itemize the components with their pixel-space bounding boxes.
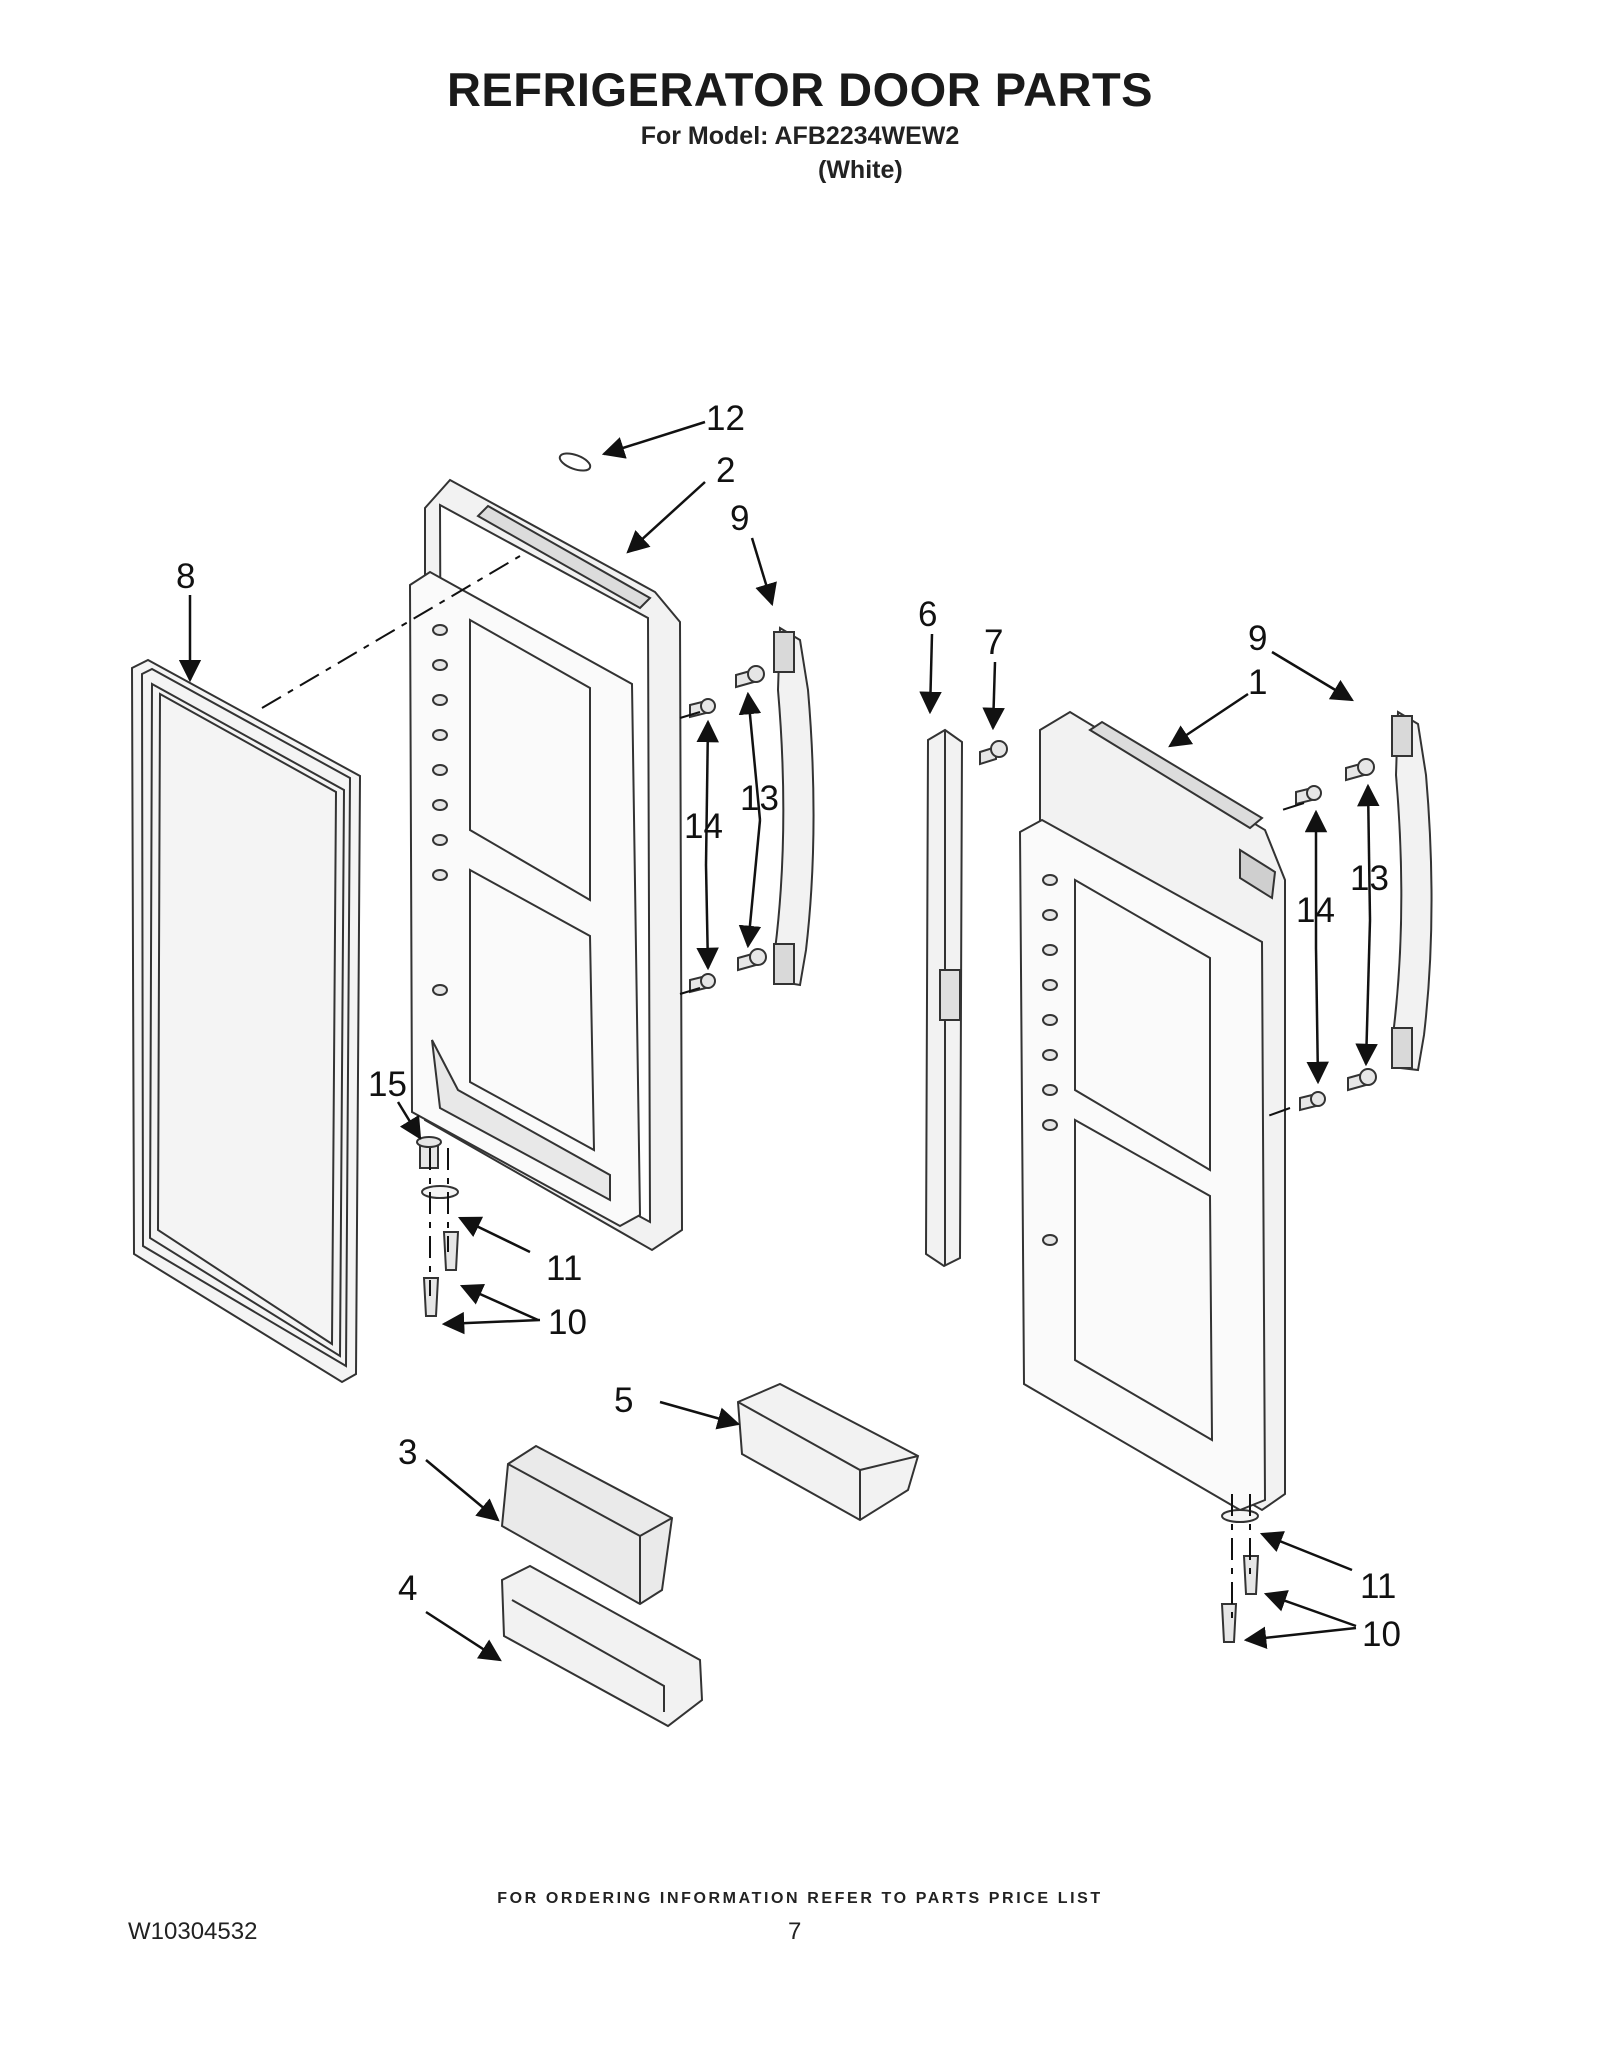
mullion-part (924, 728, 964, 1268)
mullion-screw-part (979, 740, 1008, 766)
alignment-lines (261, 555, 1305, 1622)
callout-1: 1 (1248, 663, 1267, 702)
callout-11-right: 11 (1360, 1567, 1396, 1606)
page-title: REFRIGERATOR DOOR PARTS (446, 63, 1154, 116)
left-handle-part (773, 626, 815, 987)
right-handle-part (1391, 710, 1433, 1072)
bin-cover-part (500, 1444, 674, 1606)
callout-12: 12 (706, 399, 745, 438)
callout-9-right: 9 (1248, 619, 1267, 658)
callout-labels: 12 2 9 8 6 7 9 1 14 13 14 13 15 11 10 5 … (176, 399, 1401, 1654)
ordering-note: FOR ORDERING INFORMATION REFER TO PARTS … (497, 1890, 1103, 1907)
callout-4: 4 (398, 1569, 417, 1608)
callout-14-right: 14 (1296, 891, 1335, 930)
model-line: For Model: AFB2234WEW2 (640, 122, 960, 150)
callout-14-left: 14 (684, 807, 723, 846)
right-hinge-hardware (1220, 1509, 1260, 1643)
left-door-part (408, 478, 684, 1252)
callout-10-right: 10 (1362, 1615, 1401, 1654)
callout-8: 8 (176, 557, 195, 596)
document-number: W10304532 (128, 1918, 258, 1945)
callout-3: 3 (398, 1433, 417, 1472)
right-handle-screws (1295, 758, 1377, 1112)
door-bin-part (736, 1382, 920, 1522)
right-door-part (1018, 710, 1286, 1512)
hinge-washer-part (558, 452, 592, 472)
callout-13-left: 13 (740, 779, 779, 818)
color-line: (White) (818, 156, 903, 184)
callout-13-right: 13 (1350, 859, 1389, 898)
callout-2: 2 (716, 451, 735, 490)
callout-15: 15 (368, 1065, 407, 1104)
callout-7: 7 (984, 623, 1003, 662)
callout-9-left: 9 (730, 499, 749, 538)
callout-10-left: 10 (548, 1303, 587, 1342)
callout-6: 6 (918, 595, 937, 634)
left-hinge-hardware (416, 1136, 460, 1317)
door-gasket-part (130, 658, 362, 1384)
callout-11-left: 11 (546, 1249, 582, 1288)
leader-lines (178, 420, 1380, 1662)
callout-5: 5 (614, 1381, 633, 1420)
page-number: 7 (788, 1918, 802, 1945)
bin-part (500, 1564, 704, 1728)
